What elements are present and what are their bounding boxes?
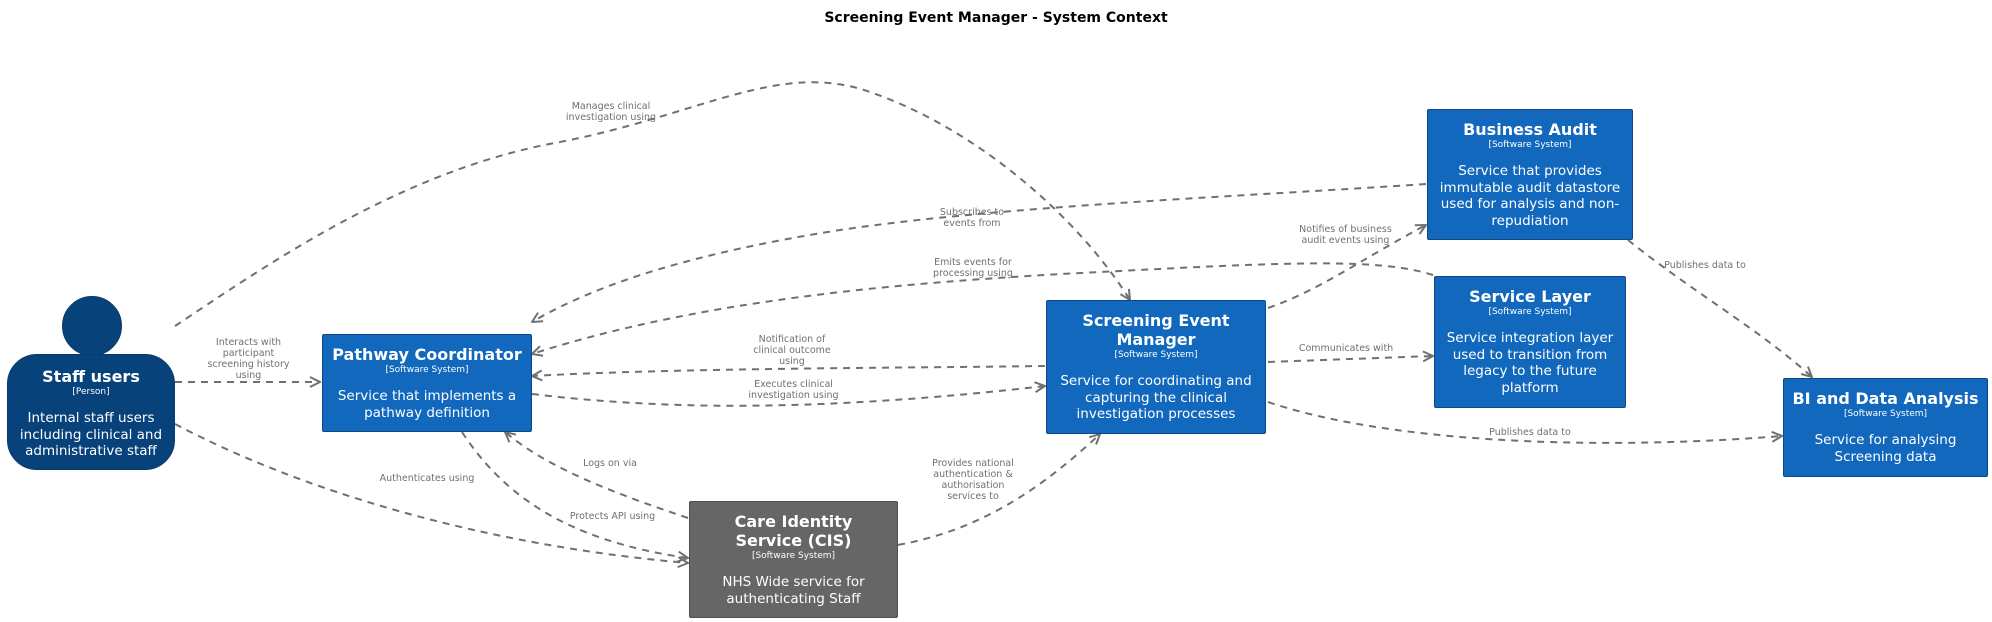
edge-label-notifies: Notifies of business audit events using (1299, 224, 1392, 246)
edge-label-communicates: Communicates with (1298, 343, 1394, 354)
edge-label-authenticates: Authenticates using (379, 473, 475, 484)
edge-staff-to-cis (174, 423, 688, 563)
edge-cis-to-pathway (505, 432, 689, 519)
node-servicelayer-type: [Software System] (1488, 307, 1572, 317)
edge-label-publishes-sem: Publishes data to (1489, 427, 1571, 438)
node-sem-desc: Service for coordinating and capturing t… (1060, 373, 1252, 422)
node-pathway-coordinator[interactable]: Pathway Coordinator [Software System] Se… (322, 334, 532, 432)
edge-servicelayer-to-pathway (532, 262, 1434, 354)
node-staff-desc: Internal staff users including clinical … (19, 410, 163, 459)
node-cis-desc: NHS Wide service for authenticating Staf… (722, 574, 865, 607)
node-screening-event-manager[interactable]: Screening Event Manager [Software System… (1046, 300, 1266, 434)
node-staff-type: [Person] (72, 387, 110, 397)
diagram-title: Screening Event Manager - System Context (824, 10, 1168, 26)
edge-pathway-to-sem (531, 386, 1045, 407)
node-bi-name: BI and Data Analysis (1792, 389, 1979, 408)
edge-sem-to-audit (1267, 225, 1426, 309)
edge-label-manages: Manages clinical investigation using (565, 101, 657, 123)
node-bi-data-analysis[interactable]: BI and Data Analysis [Software System] S… (1783, 378, 1988, 477)
edge-label-notification: Notification of clinical outcome using (753, 334, 831, 367)
edge-pathway-to-cis (461, 431, 688, 558)
node-audit-type: [Software System] (1488, 140, 1572, 150)
edge-audit-to-bi (1627, 239, 1812, 377)
person-head-icon (62, 296, 122, 356)
edge-label-subscribes: Subscribes to events from (939, 207, 1005, 229)
node-bi-type: [Software System] (1843, 409, 1928, 419)
node-servicelayer-name: Service Layer (1469, 287, 1591, 306)
node-staff-name: Staff users (42, 367, 140, 386)
node-servicelayer-desc: Service integration layer used to transi… (1446, 330, 1614, 396)
edge-label-logs-on: Logs on via (583, 458, 637, 469)
node-bi-desc: Service for analysing Screening data (1814, 432, 1957, 465)
edge-sem-to-bi (1267, 401, 1782, 444)
node-cis-name: Care Identity Service (CIS) (734, 512, 853, 550)
node-audit-name: Business Audit (1463, 120, 1597, 139)
node-pathway-desc: Service that implements a pathway defini… (337, 388, 517, 421)
edge-label-executes: Executes clinical investigation using (748, 379, 839, 401)
node-staff-users[interactable]: Staff users [Person] Internal staff user… (7, 354, 175, 470)
edge-sem-to-pathway (532, 365, 1046, 376)
edge-label-provides: Provides national authentication & autho… (932, 458, 1014, 502)
node-pathway-type: [Software System] (385, 365, 469, 375)
edge-label-interacts: Interacts with participant screening his… (207, 337, 290, 381)
edge-label-protects: Protects API using (569, 511, 656, 522)
node-pathway-name: Pathway Coordinator (332, 345, 522, 364)
node-sem-type: [Software System] (1114, 350, 1198, 360)
node-business-audit[interactable]: Business Audit [Software System] Service… (1427, 109, 1633, 240)
edge-sem-to-servicelayer (1267, 356, 1433, 363)
node-service-layer[interactable]: Service Layer [Software System] Service … (1434, 276, 1626, 408)
node-cis-type: [Software System] (751, 551, 836, 561)
node-sem-name: Screening Event Manager (1082, 311, 1230, 349)
edge-cis-to-sem (897, 434, 1100, 546)
node-audit-desc: Service that provides immutable audit da… (1439, 163, 1621, 229)
node-care-identity-service[interactable]: Care Identity Service (CIS) [Software Sy… (689, 501, 898, 618)
edge-audit-to-pathway (532, 183, 1427, 322)
edge-label-emits: Emits events for processing using (933, 257, 1013, 279)
edge-label-publishes-audit: Publishes data to (1664, 260, 1746, 271)
